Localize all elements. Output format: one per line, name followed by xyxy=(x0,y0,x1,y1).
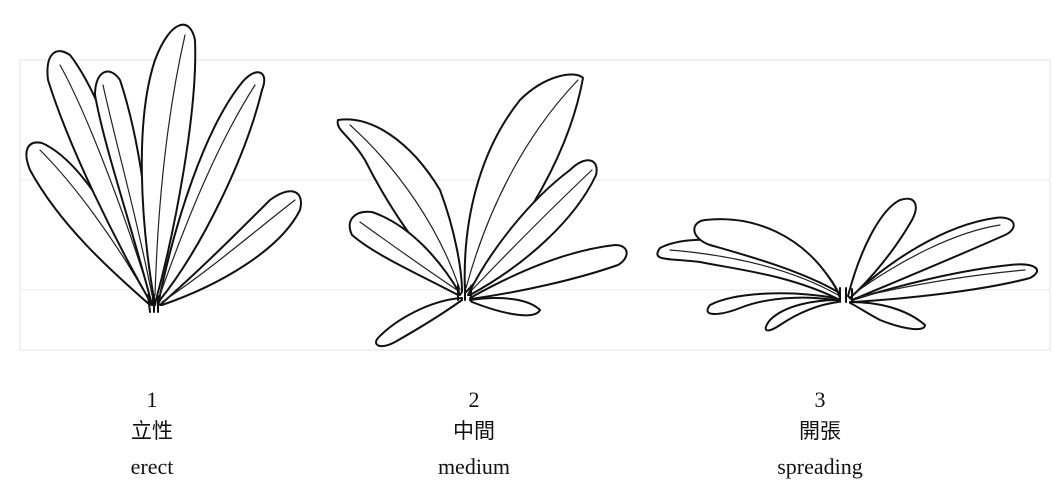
label-column-spreading: 3 開張 spreading xyxy=(720,386,920,482)
category-number: 3 xyxy=(720,386,920,416)
plant-medium-drawing xyxy=(338,74,627,346)
category-english-label: spreading xyxy=(720,452,920,482)
category-english-label: medium xyxy=(374,452,574,482)
plant-erect-drawing xyxy=(26,25,301,312)
category-number: 2 xyxy=(374,386,574,416)
category-japanese-label: 開張 xyxy=(720,416,920,452)
plant-spreading-drawing xyxy=(657,199,1037,331)
category-japanese-label: 立性 xyxy=(52,416,252,452)
plant-illustrations xyxy=(0,0,1054,370)
category-english-label: erect xyxy=(52,452,252,482)
label-column-erect: 1 立性 erect xyxy=(52,386,252,482)
label-column-medium: 2 中間 medium xyxy=(374,386,574,482)
category-number: 1 xyxy=(52,386,252,416)
category-japanese-label: 中間 xyxy=(374,416,574,452)
